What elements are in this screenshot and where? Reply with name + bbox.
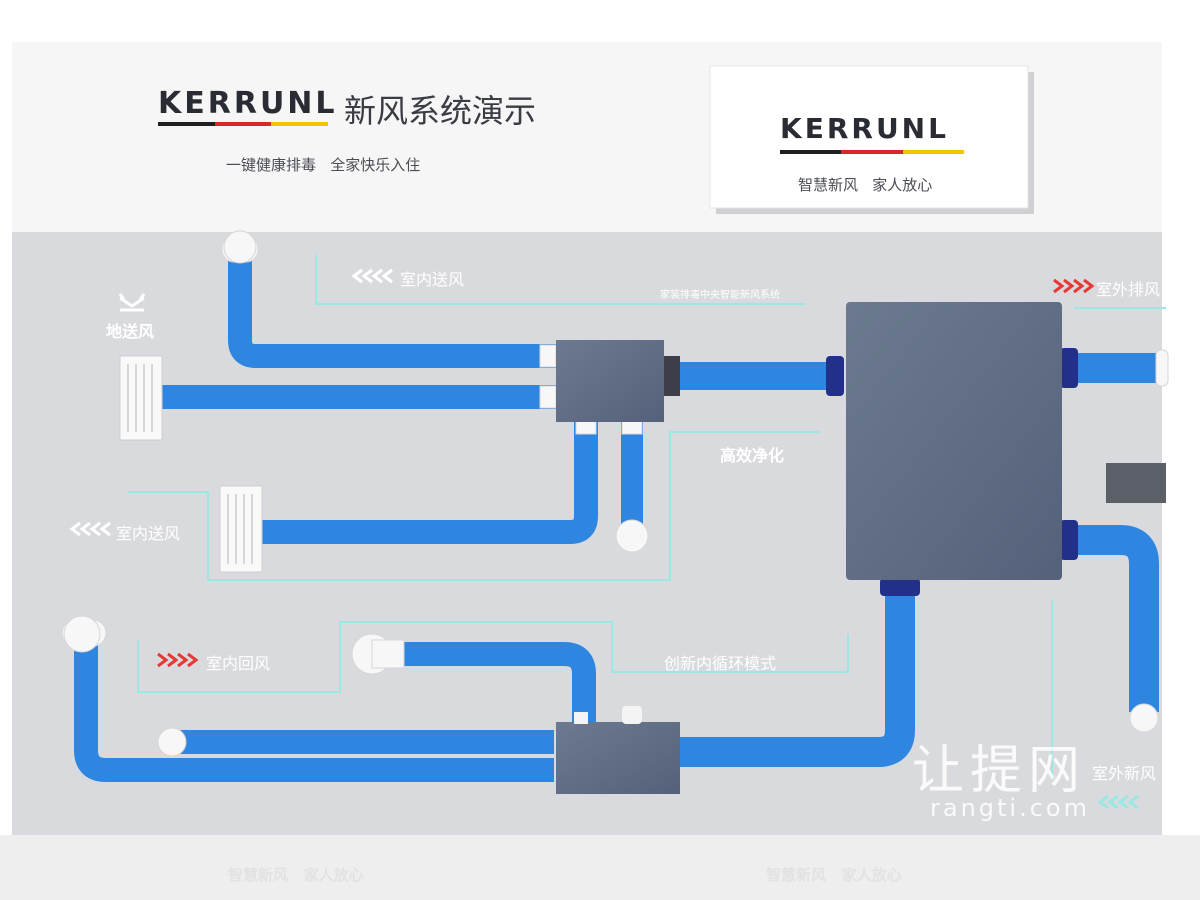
guide-lines <box>128 255 1166 780</box>
sign-brand-flag <box>780 150 964 154</box>
pipe-left-supply <box>258 422 598 544</box>
header-slogan: 一键健康排毒 全家快乐入住 <box>226 156 421 174</box>
footer-left: 智慧新风 家人放心 <box>228 866 364 884</box>
floor-supply-icon <box>118 293 146 312</box>
distribution-box-lower-knob2 <box>622 706 642 724</box>
sign-board <box>709 65 1029 209</box>
pipe-return <box>398 642 596 722</box>
pipe-fresh <box>1062 525 1159 712</box>
label-outdoor-exhaust: 室外排风 <box>1096 280 1161 299</box>
watermark-url: rangti.com <box>930 794 1090 822</box>
header-brand-flag <box>158 122 329 126</box>
pipe-top-elbow <box>228 250 556 368</box>
watermark-logo: 让提网 <box>912 741 1087 801</box>
sign-brand: KERRUNL <box>780 112 949 145</box>
label-purification: 高效净化 <box>720 446 785 465</box>
pipe-collars <box>826 348 1078 596</box>
ventilation-unit <box>846 302 1062 580</box>
arrow-right-red-mid <box>157 652 199 668</box>
distribution-box-lower-knob1 <box>574 712 588 724</box>
supply-vent <box>219 485 263 573</box>
label-innovation: 创新内循环模式 <box>664 654 777 673</box>
distribution-box-upper-collar <box>664 356 680 396</box>
header-brand: KERRUNL <box>158 86 338 121</box>
label-indoor-return: 室内回风 <box>206 654 271 673</box>
distribution-box-lower <box>556 722 680 794</box>
sign-tagline: 智慧新风 家人放心 <box>798 176 933 194</box>
pipe-lower-loop <box>74 640 554 782</box>
label-indoor-supply-top: 室内送风 <box>400 270 465 289</box>
header-title: 新风系统演示 <box>344 92 537 130</box>
pipe-main-bottom <box>680 590 915 767</box>
label-system-name: 家装排毒中央智能新风系统 <box>660 290 780 301</box>
label-indoor-supply-left: 室内送风 <box>116 524 181 543</box>
arrow-left-cyan-bottom <box>1097 794 1139 810</box>
footer-right: 智慧新风 家人放心 <box>766 866 902 884</box>
base-panel <box>0 835 1200 900</box>
control-box <box>1106 463 1166 503</box>
arrow-left-white-top <box>351 268 393 284</box>
label-outdoor-fresh: 室外新风 <box>1092 764 1157 783</box>
arrow-left-white-mid <box>69 521 111 537</box>
pipe-caps <box>61 230 1169 757</box>
label-floor-supply: 地送风 <box>106 322 155 341</box>
floor-vent <box>119 355 163 441</box>
arrow-right-red-top <box>1053 278 1095 294</box>
pipes <box>74 250 1160 782</box>
distribution-box-upper <box>556 340 664 422</box>
